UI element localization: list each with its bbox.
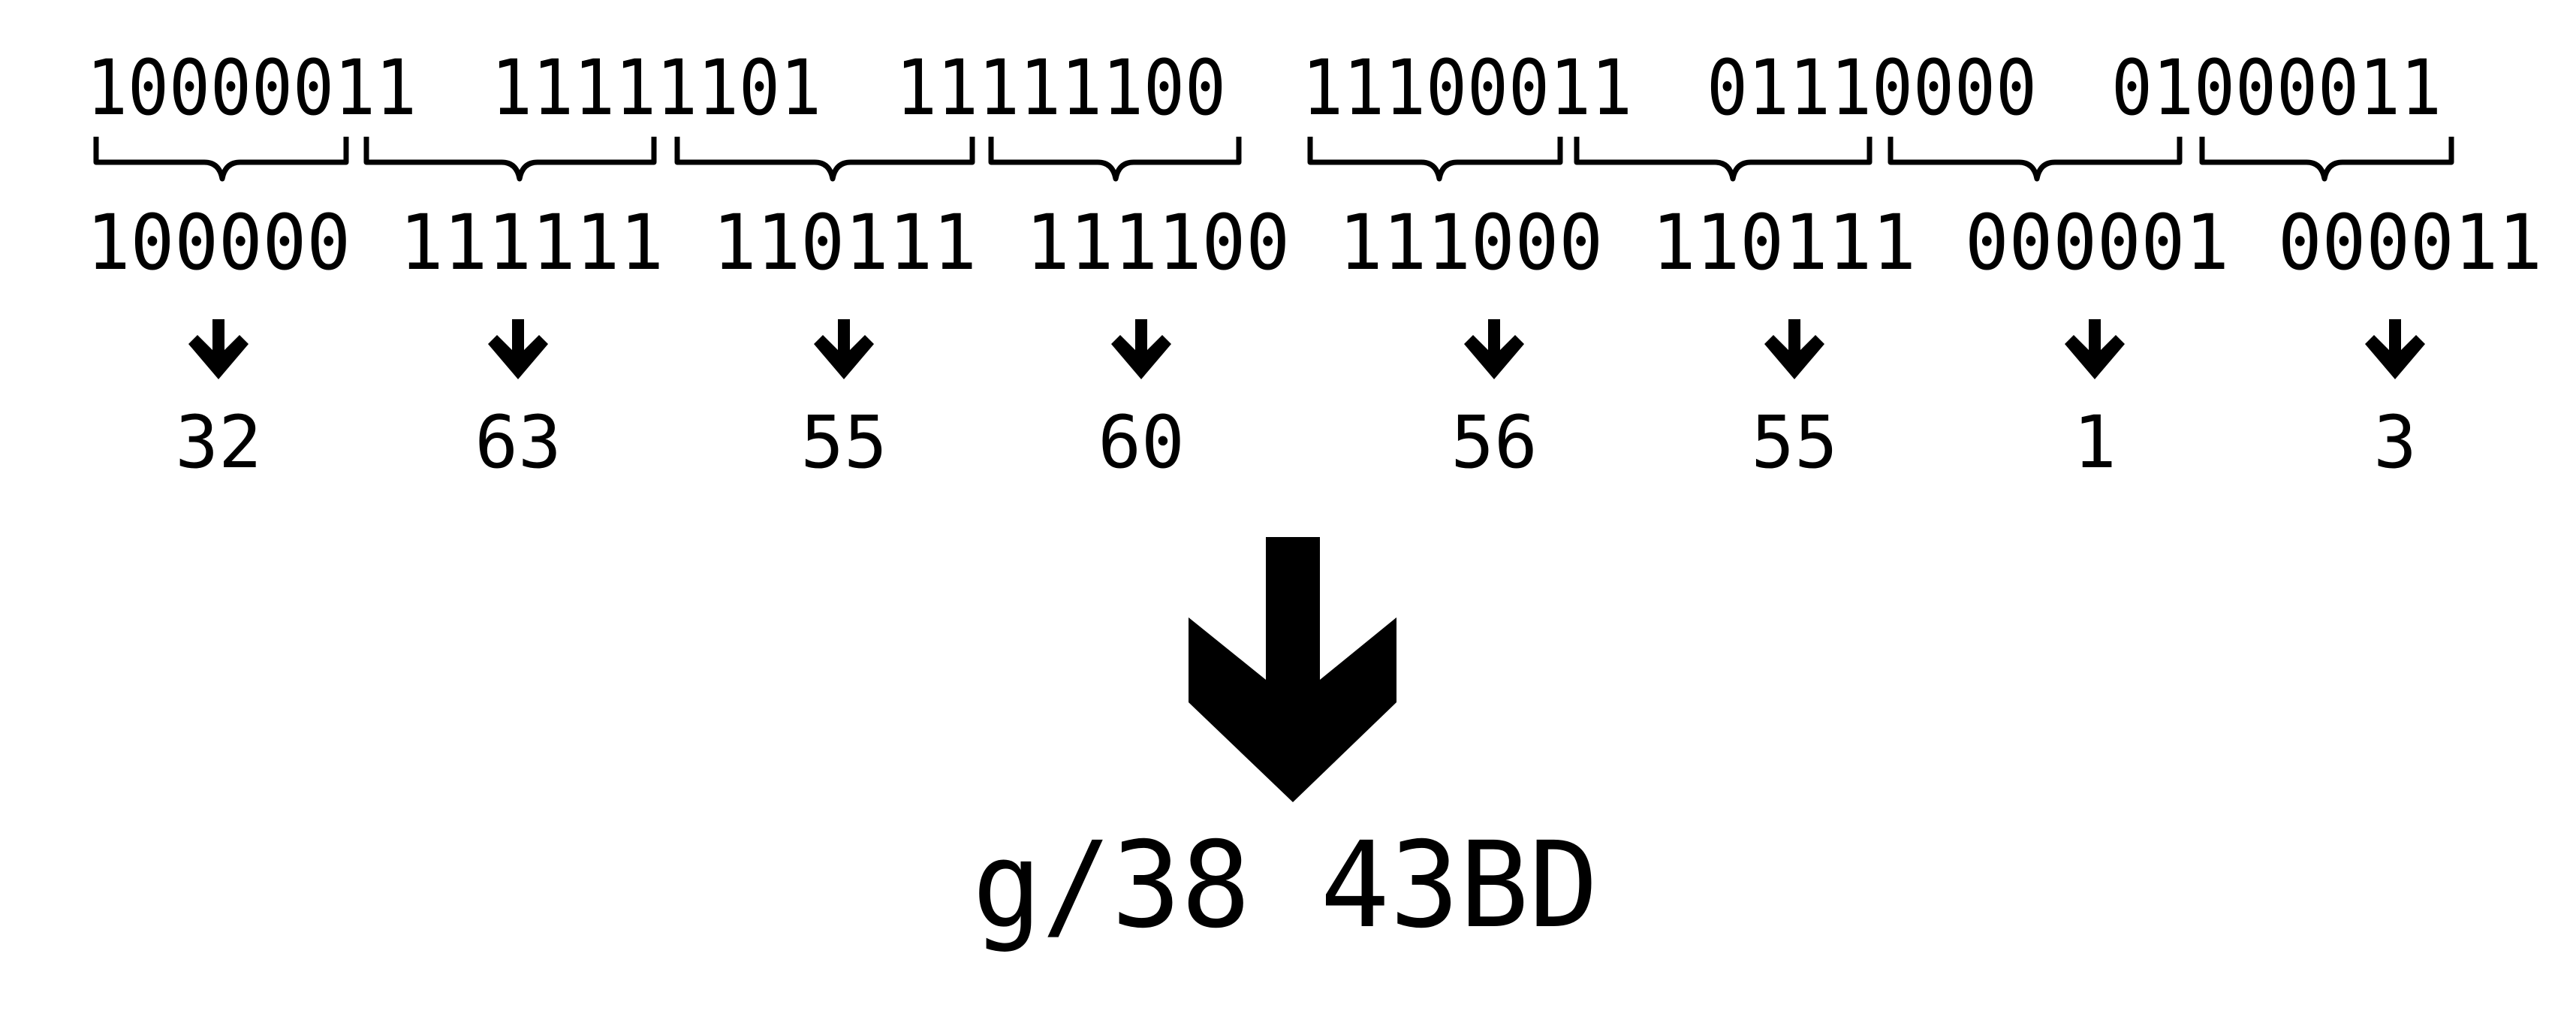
value-6: 55	[1751, 400, 1838, 484]
octet-3: 11111100	[896, 44, 1226, 133]
large-down-arrow-icon	[1189, 537, 1396, 802]
brace-5	[1307, 137, 1563, 182]
encoded-result: g/38 43BD	[972, 816, 1598, 955]
value-8: 3	[2373, 400, 2417, 484]
value-2: 63	[475, 400, 562, 484]
octet-1: 10000011	[86, 44, 417, 133]
down-arrow-icon	[1764, 319, 1824, 379]
down-arrow-icon	[1464, 319, 1524, 379]
value-3: 55	[800, 400, 887, 484]
value-4: 60	[1098, 400, 1185, 484]
octet-2: 11111101	[491, 44, 821, 133]
brace-row	[93, 137, 2454, 182]
sextet-4: 111100	[1026, 198, 1290, 288]
sextet-8: 000011	[2278, 198, 2542, 288]
octet-4: 11100011	[1302, 44, 1632, 133]
brace-8	[2199, 137, 2454, 182]
octet-row: 10000011 11111101 11111100 11100011 0111…	[86, 44, 2442, 133]
brace-2	[363, 137, 657, 182]
value-5: 56	[1451, 400, 1538, 484]
value-1: 32	[175, 400, 262, 484]
brace-7	[1888, 137, 2183, 182]
brace-1	[93, 137, 349, 182]
brace-4	[988, 137, 1242, 182]
down-arrow-icon	[188, 319, 249, 379]
value-7: 1	[2073, 400, 2117, 484]
down-arrow-icon	[2365, 319, 2425, 379]
down-arrow-icon	[1111, 319, 1171, 379]
octet-6: 01000011	[2111, 44, 2442, 133]
sextet-5: 111000	[1339, 198, 1603, 288]
sextet-7: 000001	[1965, 198, 2229, 288]
brace-3	[674, 137, 975, 182]
octet-5: 01110000	[1707, 44, 2037, 133]
sextet-row: 100000 111111 110111 111100 111000 11011…	[86, 198, 2542, 288]
down-arrow-icon	[2065, 319, 2125, 379]
sextet-3: 110111	[713, 198, 977, 288]
small-arrow-row	[188, 319, 2425, 379]
sextet-1: 100000	[86, 198, 351, 288]
down-arrow-icon	[814, 319, 874, 379]
value-row: 32 63 55 60 56 55 1 3	[175, 400, 2417, 484]
brace-6	[1574, 137, 1872, 182]
sextet-6: 110111	[1652, 198, 1916, 288]
sextet-2: 111111	[399, 198, 664, 288]
down-arrow-icon	[488, 319, 548, 379]
